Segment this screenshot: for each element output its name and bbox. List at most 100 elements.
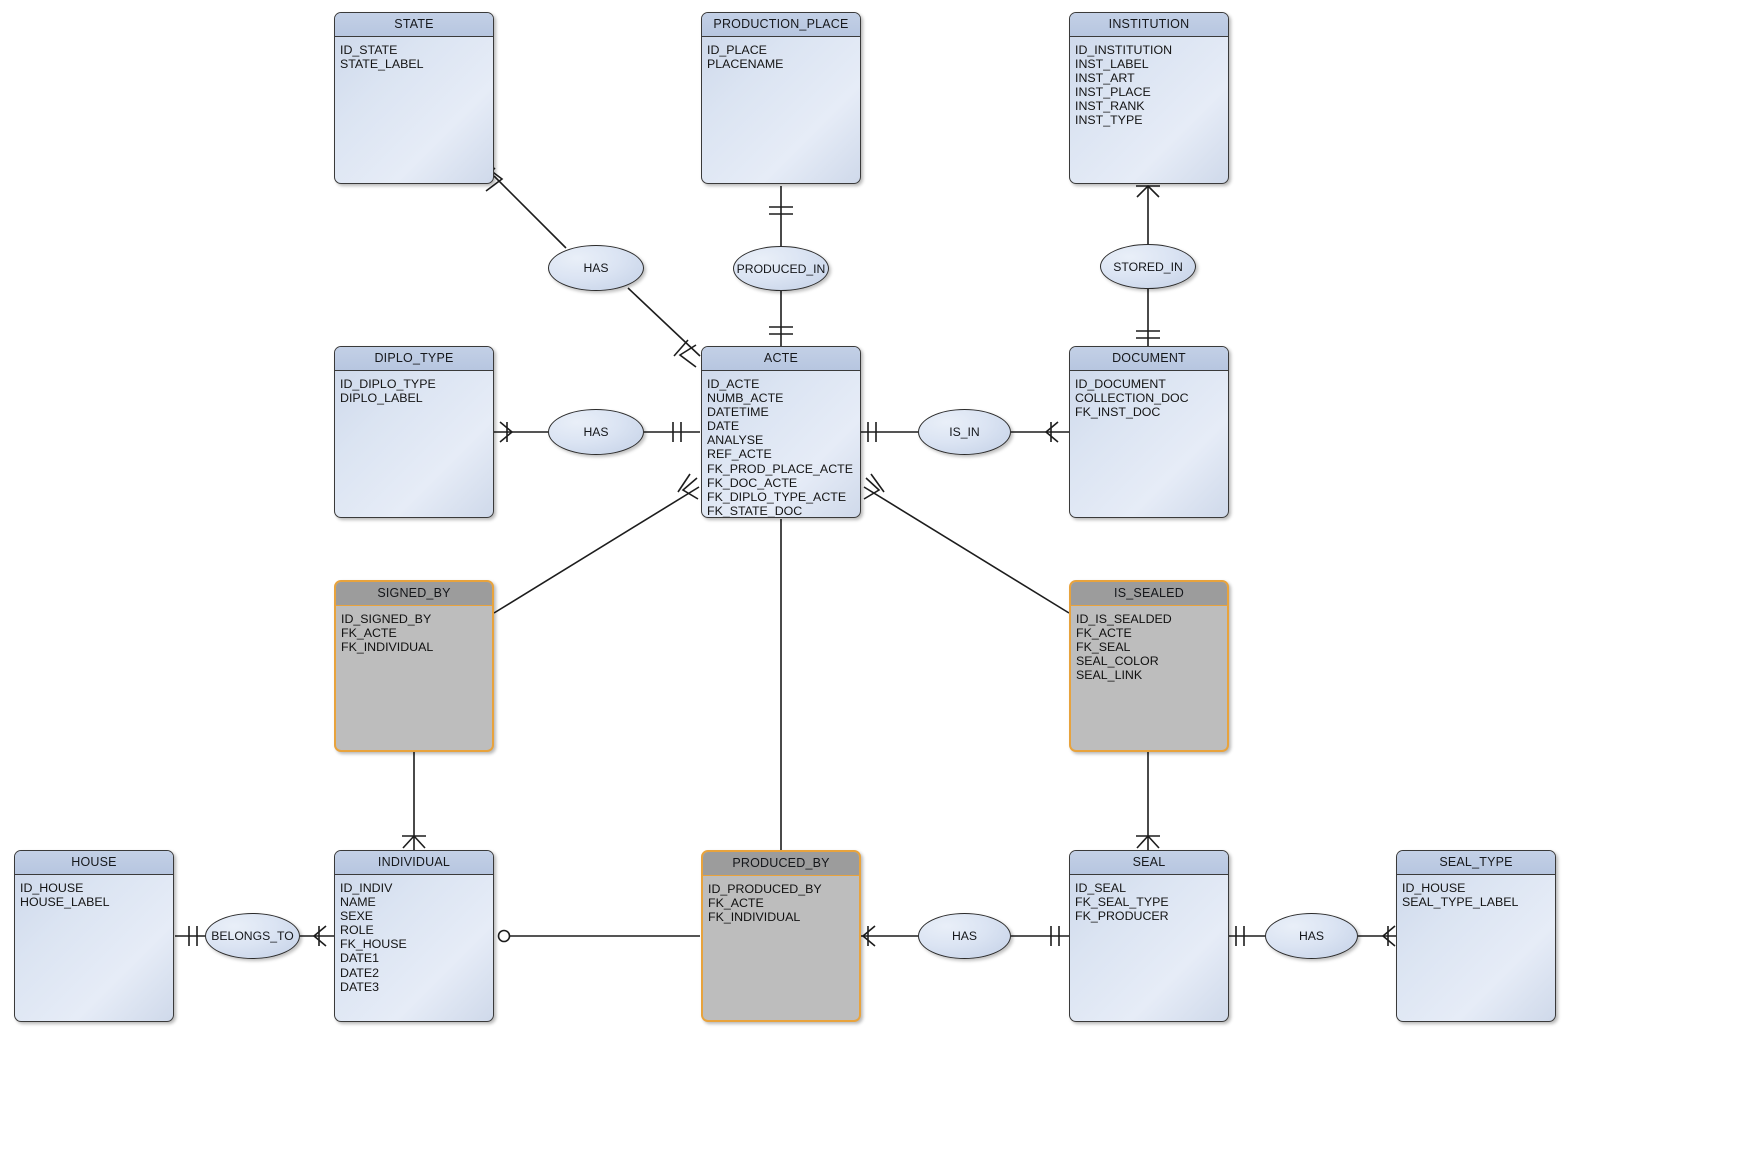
attribute-row: ID_SEAL — [1075, 881, 1126, 895]
relationship-stored-in[interactable]: STORED_IN — [1100, 244, 1196, 289]
attribute-row: DATE1 — [340, 951, 380, 966]
attribute-row: STATE_LABEL — [340, 57, 424, 72]
crowfoot-diplo — [499, 421, 514, 443]
attribute-row: ID_SIGNED_BY — [341, 612, 432, 626]
relationship-has-producer[interactable]: HAS — [918, 913, 1011, 959]
attribute-row: INST_LABEL — [1075, 57, 1149, 72]
attribute-row: ID_PLACE — [707, 43, 767, 57]
attribute-row: SEAL_TYPE_LABEL — [1402, 895, 1519, 910]
attribute-row: DATETIME — [707, 405, 769, 420]
entity-state-title: STATE — [335, 13, 493, 37]
attribute-row: DIPLO_LABEL — [340, 391, 423, 406]
bar-acte-signed — [677, 473, 691, 493]
relationship-stored-in-label: STORED_IN — [1113, 259, 1183, 274]
relationship-has-diplo[interactable]: HAS — [548, 409, 644, 455]
attribute-row: REF_ACTE — [707, 447, 772, 462]
attribute-row: ID_DOCUMENT — [1075, 377, 1166, 391]
attribute-row: FK_DOC_ACTE — [707, 475, 798, 490]
link-issealed-acte — [863, 486, 1070, 614]
attribute-row: ID_HOUSE — [1402, 881, 1466, 895]
relationship-belongs-to-label: BELONGS_TO — [211, 929, 294, 943]
attribute-row: FK_DIPLO_TYPE_ACTE — [707, 489, 847, 504]
entity-document-title: DOCUMENT — [1070, 347, 1228, 371]
entity-is-sealed-title: IS_SEALED — [1071, 582, 1227, 606]
attribute-row: ID_STATE — [340, 43, 398, 57]
crowfoot-institution — [1136, 184, 1160, 198]
bar-acte-sealed — [870, 473, 885, 493]
attribute-row: NUMB_ACTE — [707, 391, 784, 406]
attribute-row: COLLECTION_DOC — [1075, 391, 1189, 406]
entity-production-place-title: PRODUCTION_PLACE — [702, 13, 860, 37]
relationship-has-state[interactable]: HAS — [548, 245, 644, 291]
attribute-row: FK_ACTE — [708, 896, 764, 911]
attribute-row: FK_INDIVIDUAL — [341, 640, 434, 655]
entity-signed-by-title: SIGNED_BY — [336, 582, 492, 606]
attribute-row: FK_INDIVIDUAL — [708, 910, 801, 925]
attribute-row: INST_TYPE — [1075, 113, 1143, 128]
crowfoot-sealtype — [1381, 925, 1396, 947]
attribute-row: DATE2 — [340, 965, 380, 980]
attribute-row: ANALYSE — [707, 433, 764, 448]
relationship-has-producer-label: HAS — [951, 929, 978, 943]
relationship-belongs-to[interactable]: BELONGS_TO — [205, 913, 300, 959]
attribute-row: FK_SEAL — [1076, 640, 1131, 655]
entity-acte-title: ACTE — [702, 347, 860, 371]
bar-acte-state — [673, 339, 689, 357]
attribute-row: HOUSE_LABEL — [20, 895, 110, 910]
crowfoot-seal-sealed — [1136, 834, 1160, 849]
attribute-row: FK_SEAL_TYPE — [1075, 895, 1169, 910]
attribute-row: INST_ART — [1075, 71, 1135, 86]
attribute-row: ID_INSTITUTION — [1075, 43, 1173, 57]
attribute-row: SEXE — [340, 909, 374, 924]
attribute-row: ID_INDIV — [340, 881, 393, 895]
attribute-row: SEAL_LINK — [1076, 668, 1143, 683]
relationship-is-in[interactable]: IS_IN — [918, 409, 1011, 455]
entity-house-title: HOUSE — [15, 851, 173, 875]
attribute-row: ID_ACTE — [707, 377, 760, 391]
attribute-row: ID_PRODUCED_BY — [708, 882, 822, 896]
attribute-row: DATE3 — [340, 979, 380, 994]
attribute-row: ID_IS_SEALDED — [1076, 612, 1172, 626]
attribute-row: FK_HOUSE — [340, 937, 407, 952]
attribute-row: FK_ACTE — [1076, 626, 1132, 641]
entity-produced-by-title: PRODUCED_BY — [703, 852, 859, 876]
link-has-acte — [627, 287, 701, 357]
relationship-has-seal-type-label: HAS — [1298, 929, 1325, 943]
attribute-row: ROLE — [340, 923, 374, 938]
attribute-row: INST_PLACE — [1075, 85, 1151, 100]
crowfoot-individual-belongs — [312, 925, 327, 947]
attribute-row: DATE — [707, 419, 740, 434]
crowfoot-acte-state — [678, 344, 697, 368]
relationship-has-state-label: HAS — [583, 261, 609, 275]
attribute-row: FK_STATE_DOC — [707, 503, 803, 518]
optional-marker-individual — [497, 929, 511, 943]
relationship-produced-in[interactable]: PRODUCED_IN — [733, 246, 829, 291]
attribute-row: FK_ACTE — [341, 626, 397, 641]
crowfoot-doc-isin — [1044, 421, 1059, 443]
relationship-produced-in-label: PRODUCED_IN — [736, 261, 826, 276]
relationship-has-seal-type[interactable]: HAS — [1265, 913, 1358, 959]
